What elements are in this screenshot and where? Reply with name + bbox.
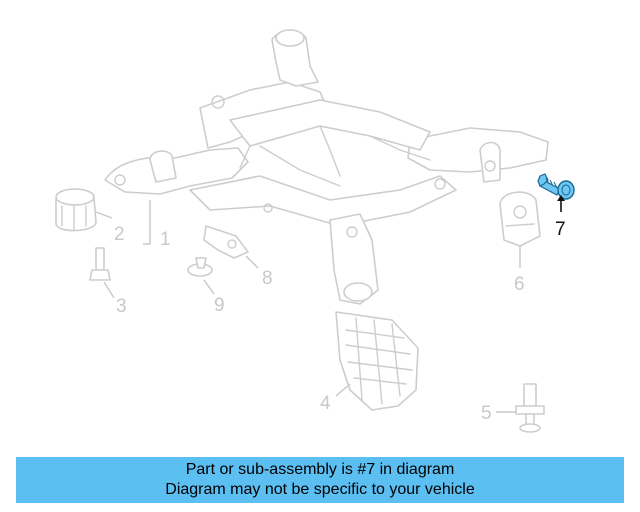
callout-5: 5 [481, 403, 492, 424]
info-banner: Part or sub-assembly is #7 in diagram Di… [16, 457, 624, 503]
subframe-part[interactable] [104, 29, 549, 305]
banner-line-1: Part or sub-assembly is #7 in diagram [185, 461, 455, 478]
callout-4: 4 [320, 393, 331, 414]
banner-line-2: Diagram may not be specific to your vehi… [165, 481, 475, 498]
callout-3: 3 [116, 296, 127, 317]
callout-8: 8 [262, 268, 273, 289]
callout-9: 9 [214, 295, 225, 316]
bolt-part-7-highlighted[interactable] [537, 173, 575, 200]
callout-6: 6 [514, 274, 525, 295]
shield-part[interactable] [335, 311, 419, 411]
plate-part-8[interactable] [203, 225, 249, 259]
callout-7-highlighted: 7 [555, 219, 566, 240]
bracket-part[interactable] [499, 191, 541, 247]
callout-labels: 1 2 3 4 5 6 7 8 9 [114, 219, 566, 424]
callout-2: 2 [114, 224, 125, 245]
bolt-part-3[interactable] [89, 247, 111, 281]
clip-part-9[interactable] [187, 257, 213, 277]
callout-1: 1 [160, 229, 171, 250]
parts-diagram: 1 2 3 4 5 6 7 8 9 [55, 29, 575, 433]
stud-bolt-part[interactable] [515, 383, 545, 433]
bushing-part[interactable] [55, 188, 97, 232]
leader-lines [95, 195, 565, 413]
